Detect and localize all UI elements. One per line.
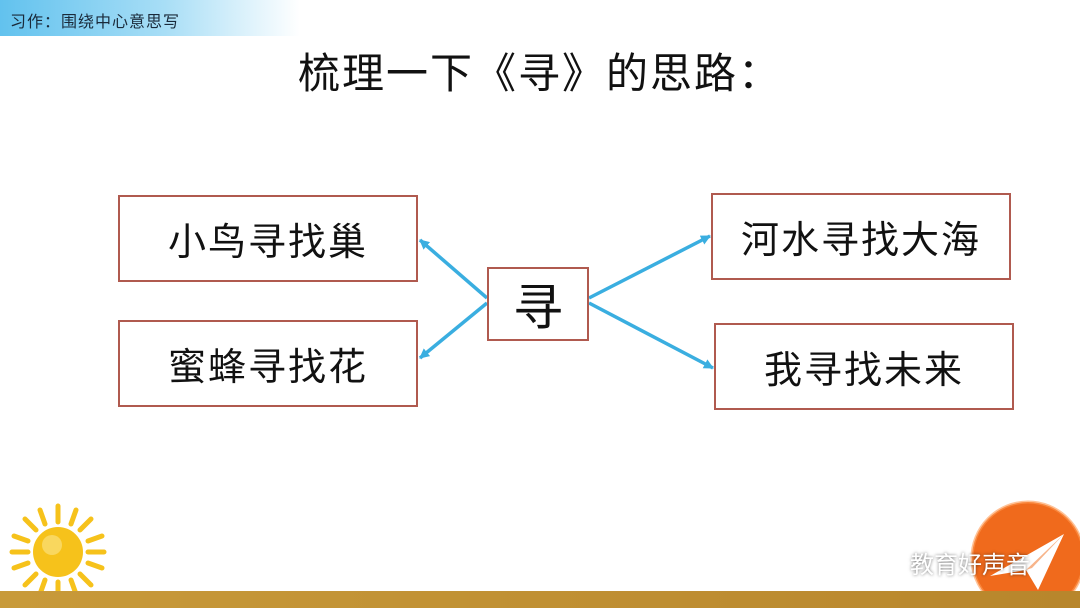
node-center-label: 寻 [513,268,563,340]
watermark: 教育好声音 [862,542,1030,582]
node-right-bottom-label: 我寻找未来 [764,339,964,394]
node-right-bottom: 我寻找未来 [714,323,1014,410]
wechat-icon [862,547,902,577]
arrow-to-left-bottom [420,303,487,358]
arrow-to-right-bottom [589,303,713,368]
node-right-top: 河水寻找大海 [711,193,1011,280]
node-left-bottom-label: 蜜蜂寻找花 [168,336,368,391]
node-left-top: 小鸟寻找巢 [118,195,418,282]
node-left-bottom: 蜜蜂寻找花 [118,320,418,407]
arrow-to-left-top [420,240,487,298]
watermark-text: 教育好声音 [910,545,1030,580]
node-left-top-label: 小鸟寻找巢 [168,211,368,266]
arrow-to-right-top [589,236,710,298]
node-center: 寻 [487,267,589,341]
node-right-top-label: 河水寻找大海 [741,209,981,264]
bottom-bar [0,591,1080,608]
